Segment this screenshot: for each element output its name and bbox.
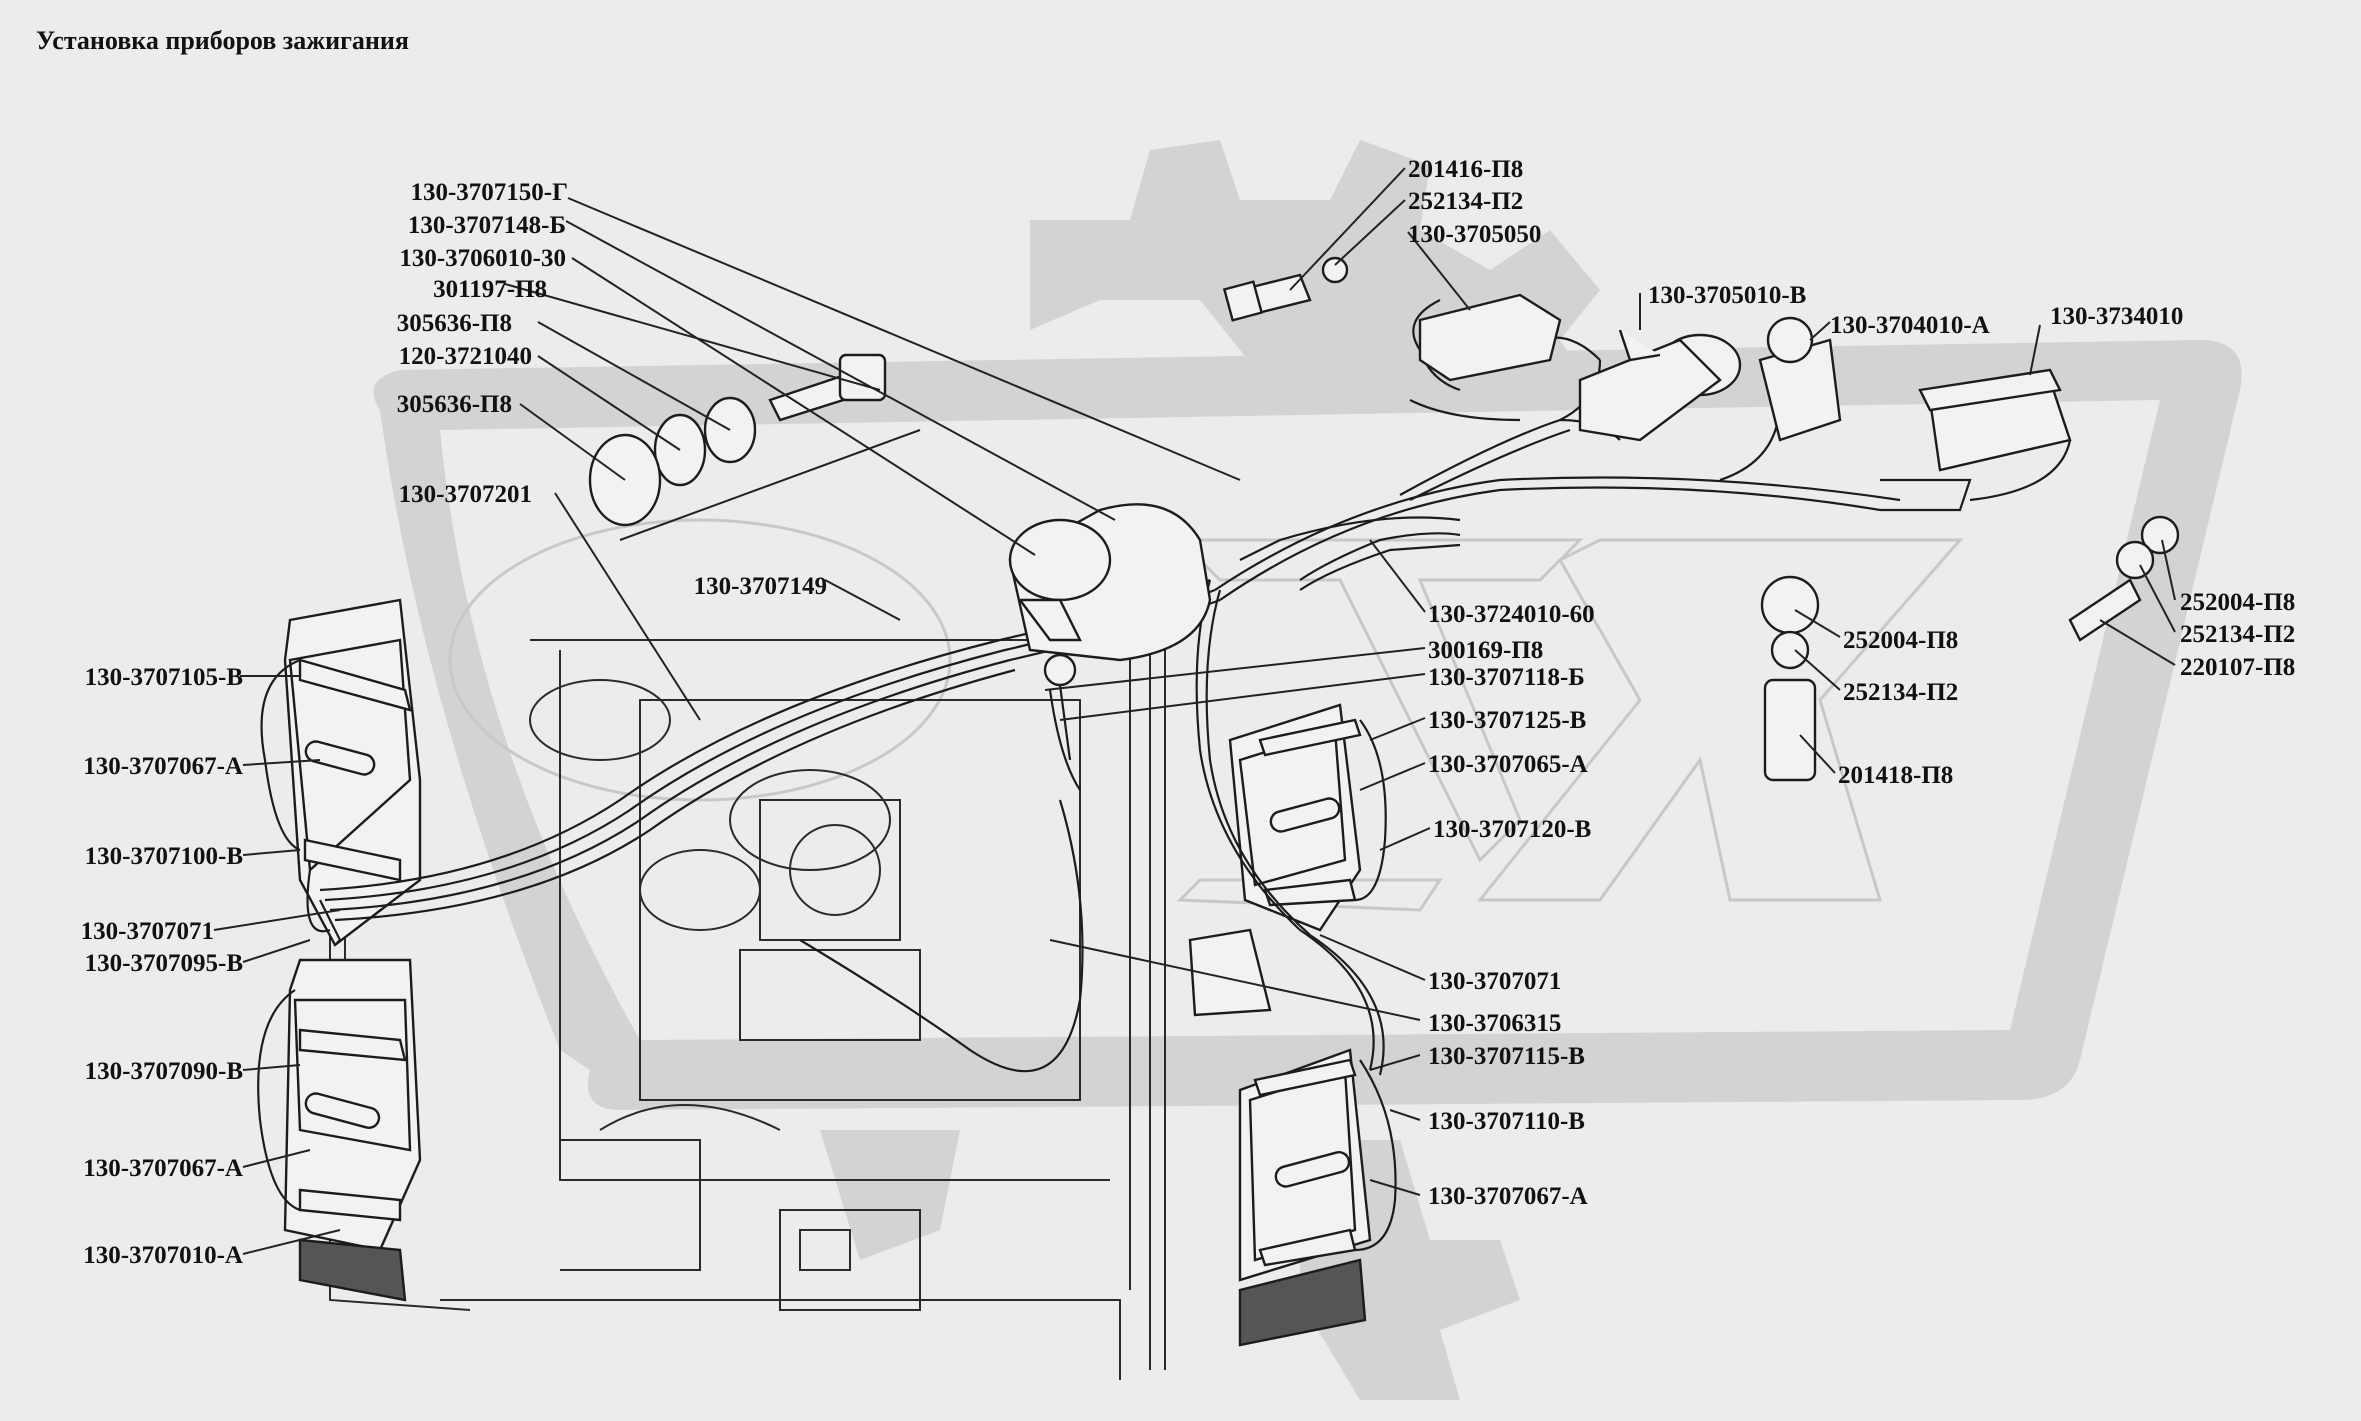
- engine-block: [329, 570, 1166, 1380]
- callout-label: 130-3707105-В: [85, 664, 243, 691]
- callout-label: 130-3707090-В: [85, 1058, 243, 1085]
- callout-label: 252134-П2: [2180, 621, 2295, 648]
- callout-label: 252004-П8: [2180, 589, 2295, 616]
- callout-label: 301197-П8: [433, 276, 547, 303]
- callout-label: 305636-П8: [397, 391, 512, 418]
- callout-label: 201418-П8: [1838, 762, 1953, 789]
- callout-label: 130-3724010-60: [1428, 601, 1595, 628]
- callout-label: 130-3707115-В: [1428, 1043, 1585, 1070]
- callout-label: 130-3707067-А: [1428, 1183, 1588, 1210]
- callout-label: 130-3707148-Б: [408, 212, 566, 239]
- wiring-harness: [319, 256, 2180, 1076]
- callout-label: 130-3707065-А: [1428, 751, 1588, 778]
- callout-labels: 130-3707150-Г 130-3707148-Б 130-3706010-…: [81, 156, 2296, 1269]
- callout-label: 120-3721040: [399, 343, 532, 370]
- callout-label: 130-3707071: [1428, 968, 1561, 995]
- callout-label: 130-3707067-А: [83, 753, 243, 780]
- callout-label: 130-3704010-А: [1830, 312, 1990, 339]
- callout-label: 130-3707100-В: [85, 843, 243, 870]
- callout-label: 130-3707149: [694, 573, 827, 600]
- callout-label: 252004-П8: [1843, 627, 1958, 654]
- callout-label: 130-3707120-В: [1433, 816, 1591, 843]
- callout-label: 130-3705050: [1408, 221, 1541, 248]
- callout-label: 130-3734010: [2050, 303, 2183, 330]
- callout-label: 300169-П8: [1428, 637, 1543, 664]
- left-spark-plug-bank: [257, 598, 422, 1302]
- leader-lines: [213, 197, 1241, 1255]
- callout-label: 252134-П2: [1408, 188, 1523, 215]
- right-spark-plug-bank: [1188, 703, 1397, 1347]
- callout-label: 130-3707110-В: [1428, 1108, 1585, 1135]
- callout-label: 130-3706315: [1428, 1010, 1561, 1037]
- callout-label: 220107-П8: [2180, 654, 2295, 681]
- leader-lines-right: [1044, 167, 2176, 1196]
- callout-label: 130-3705010-В: [1648, 282, 1806, 309]
- callout-label: 130-3707010-А: [83, 1242, 243, 1269]
- callout-label: 130-3707067-А: [83, 1155, 243, 1182]
- callout-label: 130-3707095-В: [85, 950, 243, 977]
- callout-label: 201416-П8: [1408, 156, 1523, 183]
- callout-label: 305636-П8: [397, 310, 512, 337]
- callout-label: 130-3707118-Б: [1428, 664, 1585, 691]
- callout-label: 130-3707071: [81, 918, 214, 945]
- callout-label: 130-3707125-В: [1428, 707, 1586, 734]
- page-title: Установка приборов зажигания: [36, 26, 409, 55]
- callout-label: 130-3707201: [399, 481, 532, 508]
- callout-label: 252134-П2: [1843, 679, 1958, 706]
- callout-label: 130-3706010-30: [399, 245, 566, 272]
- callout-label: 130-3707150-Г: [410, 179, 568, 206]
